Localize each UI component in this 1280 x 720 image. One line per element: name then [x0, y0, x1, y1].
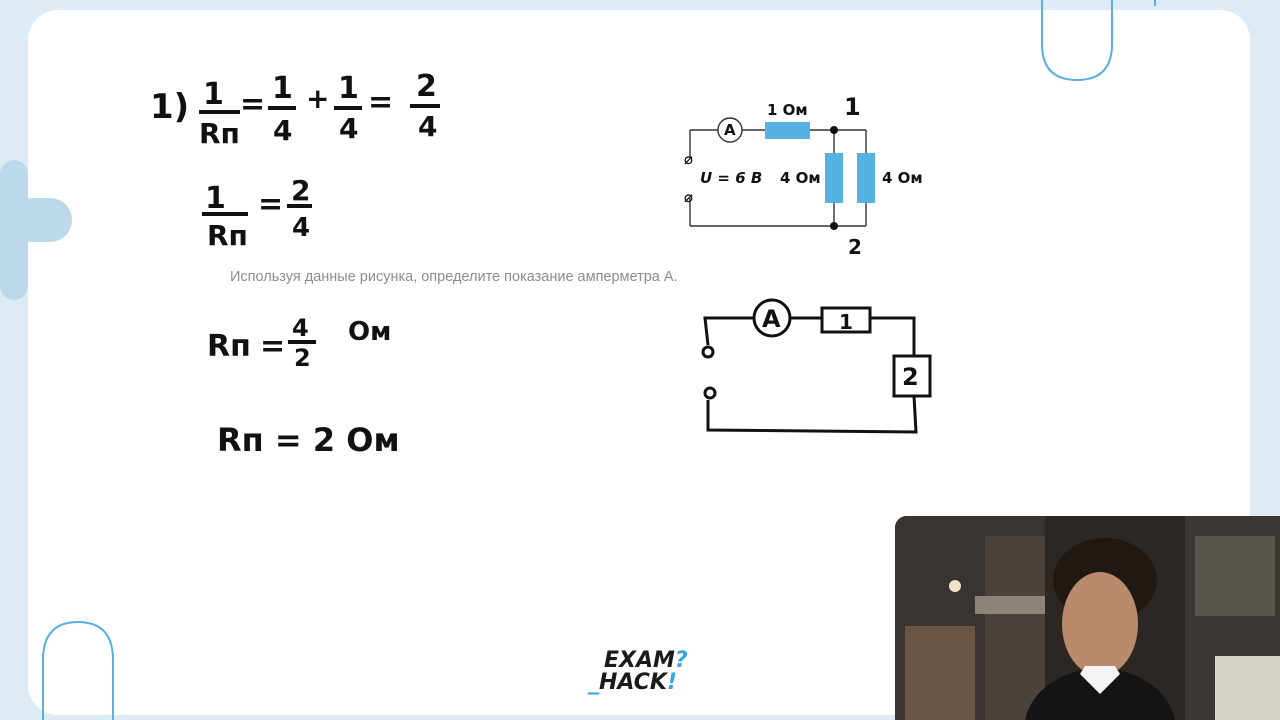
- svg-text:4: 4: [339, 112, 358, 145]
- equation-4: Rп = 2 Ом: [217, 421, 400, 459]
- equation-1: 1 Rп = 1 4 + 1 4 = 2 4: [199, 69, 440, 150]
- ammeter-label: A: [724, 121, 736, 139]
- person-video-icon: [895, 516, 1280, 720]
- svg-text:2: 2: [294, 344, 311, 372]
- svg-text:1: 1: [205, 181, 226, 216]
- svg-text:Rп: Rп: [207, 219, 248, 252]
- svg-text:1: 1: [272, 71, 293, 106]
- sketch-box1-label: 1: [839, 310, 853, 334]
- svg-text:=: =: [258, 187, 283, 222]
- voltage-label: U = 6 В: [700, 169, 762, 187]
- svg-text:1: 1: [203, 77, 224, 112]
- webcam-video: [895, 516, 1280, 720]
- resistor-right-label: 4 Ом: [882, 169, 923, 187]
- svg-text:=: =: [260, 329, 285, 364]
- svg-text:Rп: Rп: [199, 117, 240, 150]
- sketch-box2-label: 2: [902, 363, 919, 391]
- svg-text:Rп: Rп: [207, 329, 251, 364]
- resistor-parallel-right: [857, 153, 875, 203]
- step-number: 1): [150, 87, 189, 127]
- terminal-bottom-icon: ⌀: [684, 188, 693, 206]
- equation-3: Rп = 4 2 Ом: [207, 314, 391, 372]
- resistor-left-label: 4 Ом: [780, 169, 821, 187]
- svg-text:=: =: [368, 85, 393, 120]
- svg-text:+: +: [306, 82, 329, 115]
- examhack-logo: EXAM? _HACK!: [588, 648, 688, 695]
- svg-text:4: 4: [418, 110, 437, 143]
- resistor-series: [765, 122, 810, 139]
- resistor-parallel-left: [825, 153, 843, 203]
- svg-text:Ом: Ом: [348, 317, 391, 347]
- sketch-ammeter-label: A: [762, 305, 781, 333]
- sketch-circuit: [701, 298, 932, 434]
- task-statement: Используя данные рисунка, определите пок…: [230, 269, 678, 285]
- svg-text:4: 4: [292, 314, 309, 342]
- terminal-top-icon: ⌀: [684, 150, 693, 168]
- svg-text:1: 1: [338, 71, 359, 106]
- svg-text:2: 2: [416, 69, 437, 104]
- equation-2: 1 Rп = 2 4: [202, 174, 312, 252]
- node-1-label: 1: [844, 93, 861, 121]
- resistor-series-label: 1 Ом: [767, 101, 808, 119]
- svg-text:=: =: [240, 87, 265, 122]
- svg-text:2: 2: [291, 174, 310, 207]
- node-2-label: 2: [848, 235, 862, 259]
- svg-text:4: 4: [292, 213, 310, 243]
- svg-text:4: 4: [273, 114, 292, 147]
